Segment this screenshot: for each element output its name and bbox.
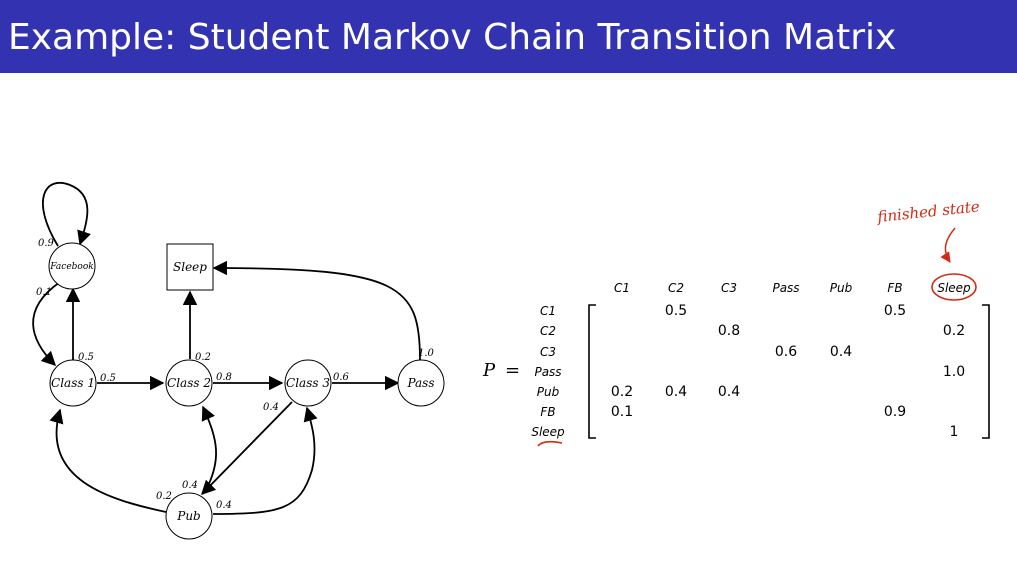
- col-header-fb: FB: [887, 281, 902, 295]
- cell-c1-fb: 0.5: [884, 303, 906, 319]
- node-sleep-label: Sleep: [173, 260, 207, 274]
- edge-pub-to-class3: [212, 406, 318, 515]
- node-class2-label: Class 2: [167, 376, 211, 390]
- annotation-circle-sleep: [931, 273, 977, 301]
- title-bar: Example: Student Markov Chain Transition…: [0, 0, 1017, 73]
- cell-sleep-sleep: 1: [950, 424, 959, 440]
- node-pub-label: Pub: [176, 509, 200, 523]
- label-fb-self: 0.9: [38, 238, 55, 249]
- matrix-symbol: P: [482, 360, 496, 381]
- matrix-left-bracket: [588, 304, 596, 439]
- col-header-c1: C1: [614, 281, 630, 295]
- label-pub-to-class2: 0.4: [182, 480, 198, 491]
- cell-c1-c2: 0.5: [665, 303, 687, 319]
- node-facebook-label: Facebook: [49, 262, 93, 272]
- cell-pub-c2: 0.4: [665, 384, 687, 400]
- cell-fb-c1: 0.1: [611, 404, 633, 420]
- row-label-fb: FB: [540, 405, 555, 419]
- label-class1-to-fb: 0.5: [78, 352, 94, 363]
- node-class1-label: Class 1: [51, 376, 95, 390]
- cell-c3-pass: 0.6: [775, 344, 797, 360]
- label-pub-to-class1: 0.2: [156, 491, 172, 502]
- matrix-cells: 0.5 0.5 0.8 0.2 0.6 0.4 1.0 0.2 0.4 0.4 …: [611, 303, 965, 440]
- col-header-sleep: Sleep: [937, 281, 971, 295]
- edge-fb-self: [42, 182, 91, 247]
- node-class1-shape: [49, 359, 97, 407]
- row-label-pub: Pub: [537, 385, 560, 399]
- cell-c2-sleep: 0.2: [943, 323, 965, 339]
- diagram-edge-labels: 0.9 0.1 0.5 0.5 0.2 0.8 0.6 0.4 1.0 0.4 …: [36, 238, 435, 511]
- edge-pub-to-class1: [49, 408, 167, 513]
- node-class3-label: Class 3: [286, 376, 330, 390]
- matrix-row-labels: C1 C2 C3 Pass Pub FB Sleep: [531, 304, 565, 439]
- node-class3-shape: [284, 359, 332, 407]
- node-pass-shape: [397, 359, 445, 407]
- matrix-right-bracket: [982, 304, 990, 439]
- annotation-arrow: [940, 227, 956, 263]
- edge-fb-to-class1: [32, 281, 61, 367]
- diagram-node-labels: Facebook Sleep Class 1 Class 2 Class 3 P…: [49, 260, 434, 523]
- col-header-c3: C3: [721, 281, 737, 295]
- cell-pass-sleep: 1.0: [943, 364, 965, 380]
- node-pub-shape: [165, 492, 213, 540]
- handwritten-annotation: finished state: [537, 197, 981, 447]
- diagram-nodes: [48, 242, 445, 540]
- label-class3-to-pass: 0.6: [333, 372, 350, 383]
- row-label-sleep: Sleep: [531, 425, 565, 439]
- edge-pass-to-sleep: [212, 260, 421, 361]
- matrix-column-headers: C1 C2 C3 Pass Pub FB Sleep: [614, 281, 971, 295]
- edge-class3-to-pub: [200, 401, 293, 496]
- cell-c3-pub: 0.4: [830, 344, 852, 360]
- row-label-c2: C2: [540, 324, 556, 338]
- col-header-pub: Pub: [830, 281, 853, 295]
- annotation-underline-sleep: [537, 440, 563, 447]
- transition-matrix: P = C1 C2 C3 Pass Pub FB Sleep C1 C2 C3 …: [482, 281, 990, 440]
- label-pass-to-sleep: 1.0: [418, 348, 435, 359]
- diagram-edges: [32, 182, 421, 515]
- cell-pub-c3: 0.4: [718, 384, 740, 400]
- node-facebook-shape: [48, 242, 96, 290]
- node-pass-label: Pass: [406, 376, 434, 390]
- col-header-c2: C2: [668, 281, 684, 295]
- row-label-c1: C1: [540, 304, 556, 318]
- label-class2-to-class3: 0.8: [216, 372, 232, 383]
- slide-title: Example: Student Markov Chain Transition…: [8, 17, 897, 58]
- label-pub-to-class3: 0.4: [216, 500, 232, 511]
- edge-pub-to-class2: [201, 405, 217, 493]
- col-header-pass: Pass: [772, 281, 799, 295]
- node-sleep-shape: [166, 243, 214, 291]
- row-label-pass: Pass: [534, 365, 561, 379]
- matrix-equals: =: [505, 360, 520, 381]
- cell-pub-c1: 0.2: [611, 384, 633, 400]
- label-class1-to-class2: 0.5: [100, 373, 116, 384]
- label-fb-to-class1: 0.1: [36, 287, 52, 298]
- label-class2-to-sleep: 0.2: [195, 352, 211, 363]
- cell-c2-c3: 0.8: [718, 323, 740, 339]
- node-class2-shape: [165, 359, 213, 407]
- annotation-text: finished state: [876, 197, 981, 226]
- cell-fb-fb: 0.9: [884, 404, 906, 420]
- row-label-c3: C3: [540, 345, 556, 359]
- label-class3-to-pub: 0.4: [263, 402, 279, 413]
